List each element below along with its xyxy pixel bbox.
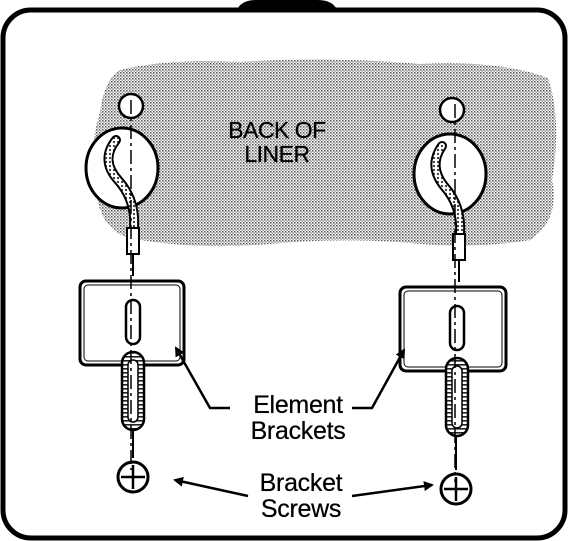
bracket-screws-label: Bracket Screws	[259, 469, 343, 524]
bracket-screw-arrow-right	[351, 481, 434, 498]
back-of-liner-label: BACK OF LINER	[228, 117, 326, 168]
element-bracket-arrow-left	[174, 346, 230, 410]
left-liner-opening	[84, 126, 160, 210]
panel-top-tab	[236, 0, 338, 12]
element-bracket-arrow-right	[352, 348, 406, 410]
bracket-screw-arrow-left	[173, 476, 249, 498]
right-liner-opening	[412, 132, 488, 216]
element-brackets-label: Element Brackets	[250, 391, 346, 446]
right-terminal-post-icon	[438, 96, 466, 124]
left-element-assembly	[78, 92, 186, 494]
right-element-assembly	[398, 96, 508, 506]
